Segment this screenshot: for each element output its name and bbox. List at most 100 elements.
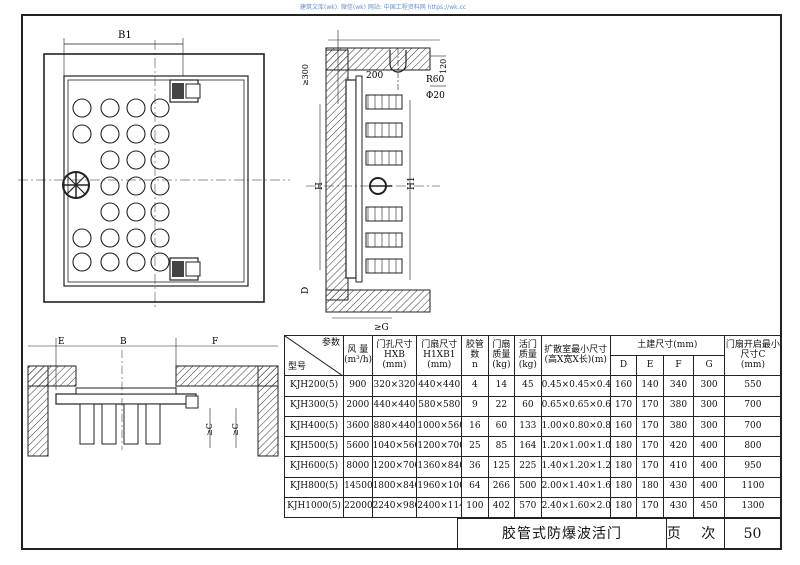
tube-hole: [150, 202, 170, 222]
dim-b1-label: B1: [118, 30, 132, 41]
table-cell-f: 380: [662, 395, 695, 417]
dim-h1: H1: [407, 176, 417, 190]
table-cell-e: 180: [636, 476, 664, 498]
table-cell-leaf: 580×580: [416, 395, 463, 417]
table-cell-leaf: 1360×840: [416, 456, 463, 478]
table-cell-d: 170: [609, 395, 638, 417]
table-cell-e: 170: [636, 456, 664, 478]
hdr-civil-g: G: [693, 355, 725, 377]
tube-hole: [150, 98, 170, 118]
dim-200: 200: [366, 71, 383, 81]
table-cell-chamber: 0.45×0.45×0.40: [540, 375, 611, 397]
table-cell-c: 700: [723, 415, 783, 438]
hdr-opening: 门扇开启最小尺寸C(mm): [723, 334, 783, 377]
table-cell-e: 170: [636, 496, 664, 519]
table-cell-valve: 225: [514, 456, 542, 478]
tube-hole: [100, 176, 120, 196]
tube-hole: [150, 252, 170, 272]
diag-header-cell: 参数 型号: [283, 334, 345, 377]
table-cell-model: KJH600(5): [283, 456, 345, 478]
hdr-valve-mass: 活门质量(kg): [514, 334, 542, 377]
table-cell-valve: 500: [514, 476, 542, 498]
table-cell-n: 4: [461, 375, 489, 397]
table-cell-c: 800: [723, 436, 783, 458]
tube-hole: [72, 252, 92, 272]
page-label: 页 次: [666, 519, 725, 550]
dim-f: F: [212, 337, 218, 347]
dim-300: ≥300: [301, 64, 310, 86]
tube-hole-grid: [72, 98, 170, 272]
table-cell-air: 2000: [343, 395, 373, 417]
dim-h: H: [315, 182, 325, 190]
table-cell-leaf: 1000×560: [416, 415, 463, 438]
table-cell-n: 25: [461, 436, 489, 458]
table-cell-hole: 440×440: [371, 395, 418, 417]
hdr-civil-e: E: [636, 355, 664, 377]
dim-r60: R60: [426, 75, 445, 85]
table-cell-n: 64: [461, 476, 489, 498]
drawing-title: 胶管式防爆波活门: [458, 519, 667, 550]
table-cell-hole: 1040×560: [371, 436, 418, 458]
table-cell-model: KJH300(5): [283, 395, 345, 417]
table-cell-g: 400: [693, 456, 725, 478]
table-cell-c: 950: [723, 456, 783, 478]
table-cell-f: 410: [662, 456, 695, 478]
tube-hole: [150, 124, 170, 144]
hdr-air-volume: 风 量(m³/h): [343, 334, 373, 377]
rubber-tube: [365, 94, 403, 110]
table-cell-n: 9: [461, 395, 489, 417]
table-cell-model: KJH400(5): [283, 415, 345, 438]
table-cell-f: 430: [662, 476, 695, 498]
table-row: KJH800(5)145001800×8401960×1000642665002…: [283, 476, 783, 498]
tube-hole: [126, 202, 146, 222]
hdr-civil-f: F: [662, 355, 695, 377]
table-cell-f: 430: [662, 496, 695, 519]
tube-hole: [100, 202, 120, 222]
table-cell-hole: 1200×700: [371, 456, 418, 478]
table-cell-e: 170: [636, 436, 664, 458]
table-cell-model: KJH800(5): [283, 476, 345, 498]
table-cell-door: 22: [487, 395, 516, 417]
table-cell-g: 400: [693, 476, 725, 498]
table-cell-air: 14500: [343, 476, 373, 498]
table-cell-model: KJH200(5): [283, 375, 345, 397]
tube-hole: [150, 228, 170, 248]
table-cell-f: 420: [662, 436, 695, 458]
table-cell-n: 100: [461, 496, 489, 519]
diag-bottom-label: 型号: [288, 361, 307, 372]
table-cell-n: 16: [461, 415, 489, 438]
tube-hole: [150, 150, 170, 170]
tube-hole: [100, 228, 120, 248]
tube-hole: [126, 150, 146, 170]
dim-c1: ≥C: [205, 423, 214, 436]
table-cell-chamber: 1.40×1.20×1.20: [540, 456, 611, 478]
rubber-tube: [365, 206, 403, 222]
table-cell-valve: 45: [514, 375, 542, 397]
tube-hole: [100, 124, 120, 144]
table-cell-leaf: 2400×1140: [416, 496, 463, 519]
hdr-civil-d: D: [609, 355, 638, 377]
table-cell-valve: 133: [514, 415, 542, 438]
table-cell-door: 85: [487, 436, 516, 458]
table-cell-c: 1100: [723, 476, 783, 498]
table-cell-valve: 570: [514, 496, 542, 519]
table-cell-chamber: 1.00×0.80×0.80: [540, 415, 611, 438]
plan-tube: [145, 403, 161, 445]
tube-hole: [126, 176, 146, 196]
table-cell-f: 380: [662, 415, 695, 438]
table-cell-leaf: 1200×700: [416, 436, 463, 458]
table-cell-hole: 320×320: [371, 375, 418, 397]
table-cell-e: 170: [636, 395, 664, 417]
table-cell-air: 22000: [343, 496, 373, 519]
table-cell-valve: 60: [514, 395, 542, 417]
table-cell-d: 160: [609, 415, 638, 438]
tube-hole: [126, 124, 146, 144]
